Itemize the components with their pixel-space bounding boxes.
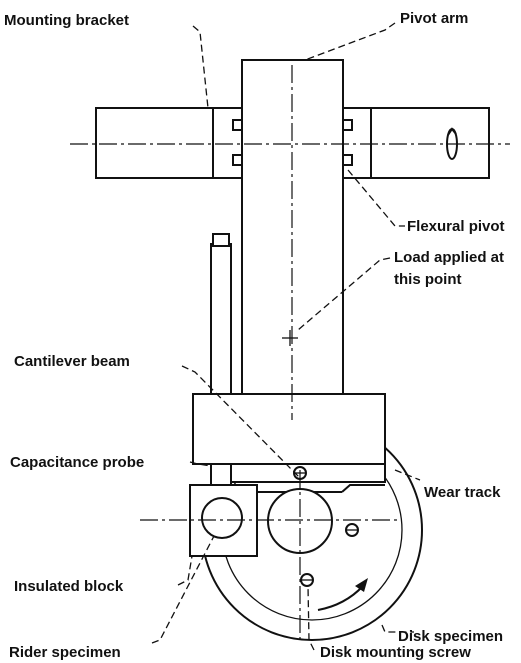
- capacitance-probe-post: [210, 243, 232, 399]
- label-load-line2: this point: [394, 271, 462, 288]
- label-rider-specimen: Rider specimen: [9, 644, 121, 661]
- rider-specimen: [201, 497, 243, 539]
- label-capacitance-probe: Capacitance probe: [10, 454, 144, 471]
- mounting-bracket-left: [95, 107, 243, 179]
- capacitance-probe: [210, 463, 232, 487]
- label-wear-track: Wear track: [424, 484, 501, 501]
- cantilever-beam-block: [192, 393, 386, 465]
- label-pivot-arm: Pivot arm: [400, 10, 468, 27]
- mounting-bracket-right: [342, 107, 490, 179]
- label-flexural-pivot: Flexural pivot: [407, 218, 505, 235]
- label-disk-mounting-screw: Disk mounting screw: [320, 644, 471, 661]
- label-disk-specimen: Disk specimen: [398, 628, 503, 645]
- label-insulated-block: Insulated block: [14, 578, 124, 595]
- label-cantilever-beam: Cantilever beam: [14, 353, 130, 370]
- label-mounting-bracket: Mounting bracket: [4, 12, 129, 29]
- label-load-line1: Load applied at: [394, 249, 504, 266]
